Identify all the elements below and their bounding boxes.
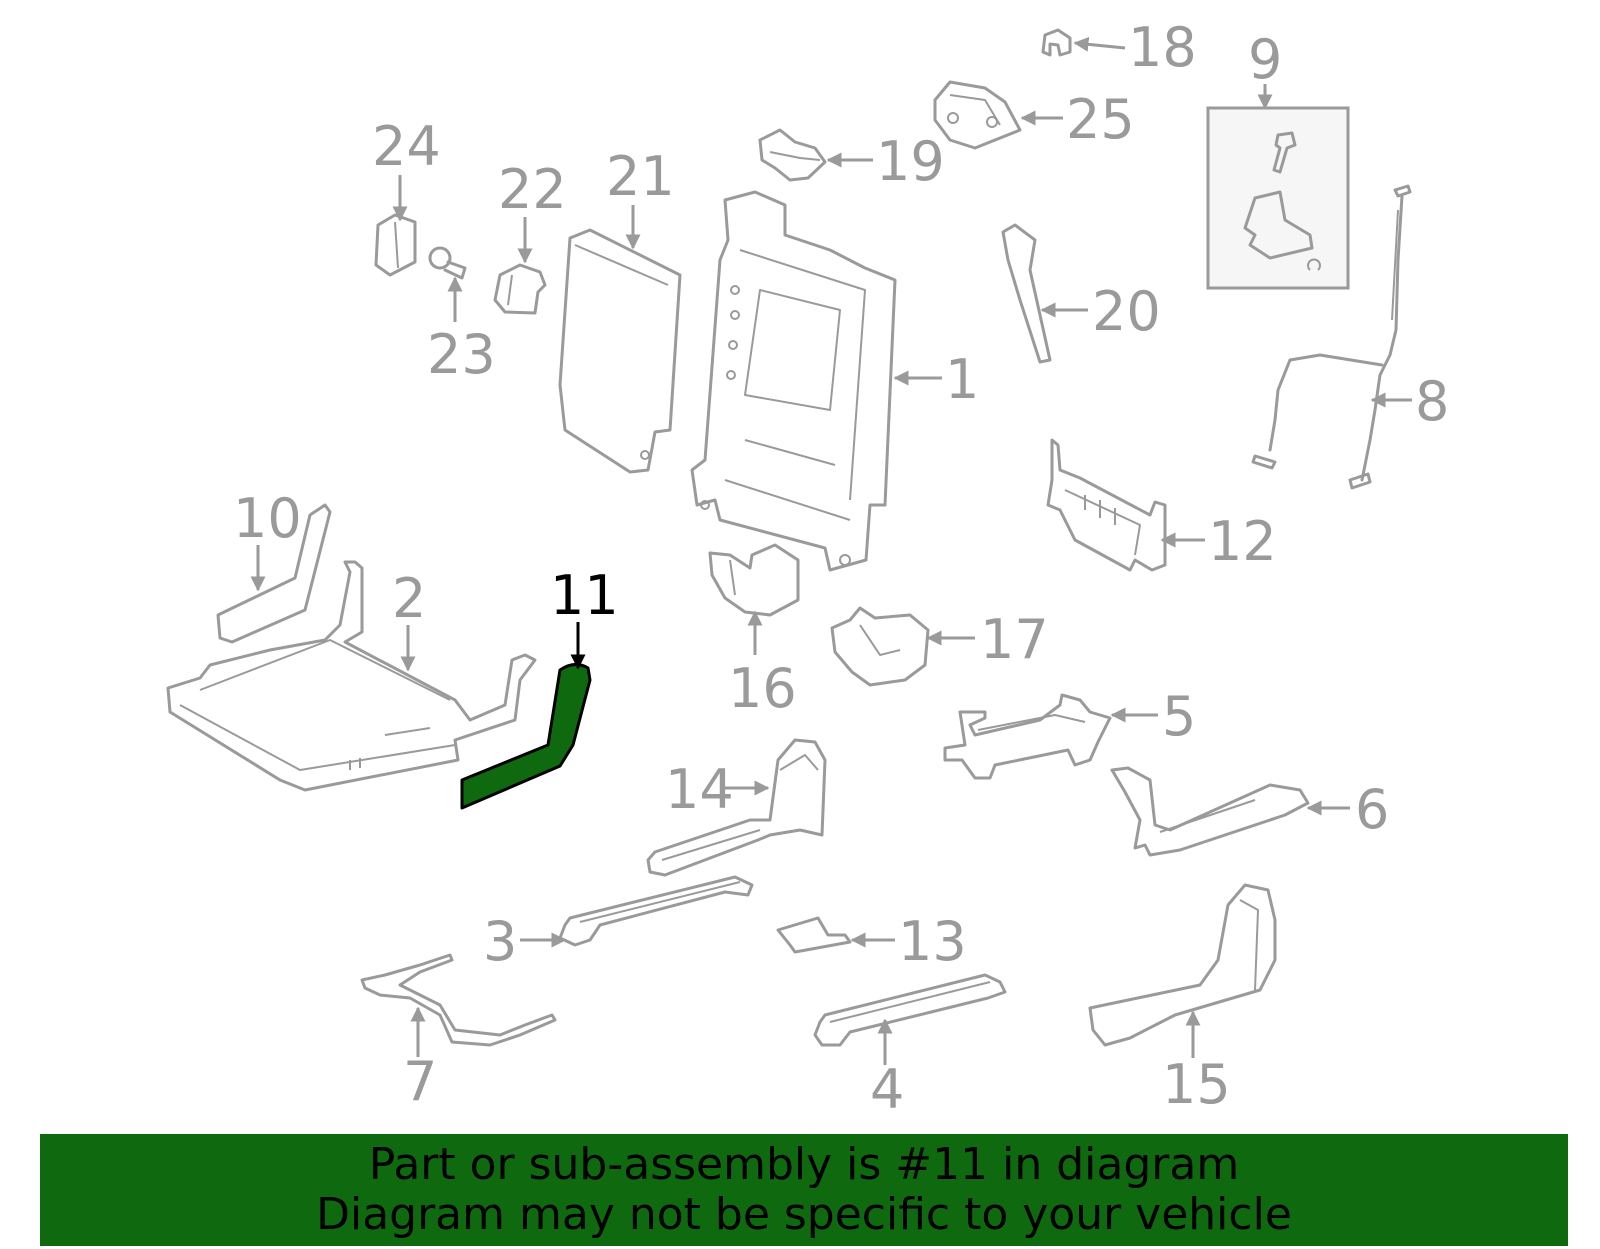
callout-8: 8 (1415, 370, 1449, 433)
part-11 (460, 663, 592, 810)
callout-15: 15 (1162, 1053, 1231, 1116)
callout-10: 10 (233, 487, 302, 550)
part-13 (776, 916, 852, 954)
callout-19: 19 (876, 130, 945, 193)
part-5 (943, 693, 1112, 780)
callout-25: 25 (1066, 88, 1135, 151)
callout-labels: 18 9 25 19 24 22 21 23 20 1 8 12 10 2 11… (233, 16, 1449, 1121)
part-9 (1206, 106, 1350, 290)
callout-3: 3 (483, 910, 517, 973)
callout-11: 11 (550, 564, 619, 627)
callout-16: 16 (728, 657, 797, 720)
callout-4: 4 (870, 1058, 904, 1121)
part-24 (374, 213, 417, 277)
part-4 (813, 973, 1007, 1047)
callout-23: 23 (427, 323, 496, 386)
part-21 (558, 228, 682, 474)
part-22 (493, 263, 547, 315)
callout-9: 9 (1248, 28, 1282, 91)
callout-14: 14 (665, 758, 734, 821)
part-23 (428, 246, 467, 280)
part-3 (558, 875, 754, 947)
info-banner: Part or sub-assembly is #11 in diagram D… (40, 1134, 1568, 1246)
callout-5: 5 (1162, 685, 1196, 748)
part-8 (1251, 184, 1412, 490)
callout-6: 6 (1355, 778, 1389, 841)
part-6 (1110, 766, 1310, 857)
part-20 (1001, 223, 1052, 364)
callout-12: 12 (1208, 510, 1277, 573)
callout-20: 20 (1092, 280, 1161, 343)
part-16 (708, 543, 800, 617)
banner-line-part: Part or sub-assembly is #11 in diagram (368, 1139, 1240, 1190)
part-18 (1041, 28, 1072, 57)
part-7 (360, 953, 557, 1047)
callout-18: 18 (1128, 16, 1197, 79)
part-25 (933, 80, 1022, 150)
banner-line-disclaimer: Diagram may not be specific to your vehi… (316, 1189, 1292, 1240)
callout-arrows (250, 36, 1412, 1065)
callout-22: 22 (498, 158, 567, 221)
part-14 (646, 738, 827, 877)
part-15 (1088, 883, 1277, 1047)
part-10 (216, 503, 332, 644)
part-17 (830, 606, 930, 687)
part-12 (1046, 438, 1167, 572)
part-19 (758, 128, 827, 182)
callout-17: 17 (980, 608, 1049, 671)
callout-13: 13 (898, 910, 967, 973)
callout-1: 1 (945, 348, 979, 411)
callout-2: 2 (392, 567, 426, 630)
part-1 (690, 190, 897, 572)
part-2 (166, 560, 537, 792)
callout-7: 7 (403, 1050, 437, 1113)
callout-21: 21 (606, 145, 675, 208)
callout-24: 24 (372, 115, 441, 178)
